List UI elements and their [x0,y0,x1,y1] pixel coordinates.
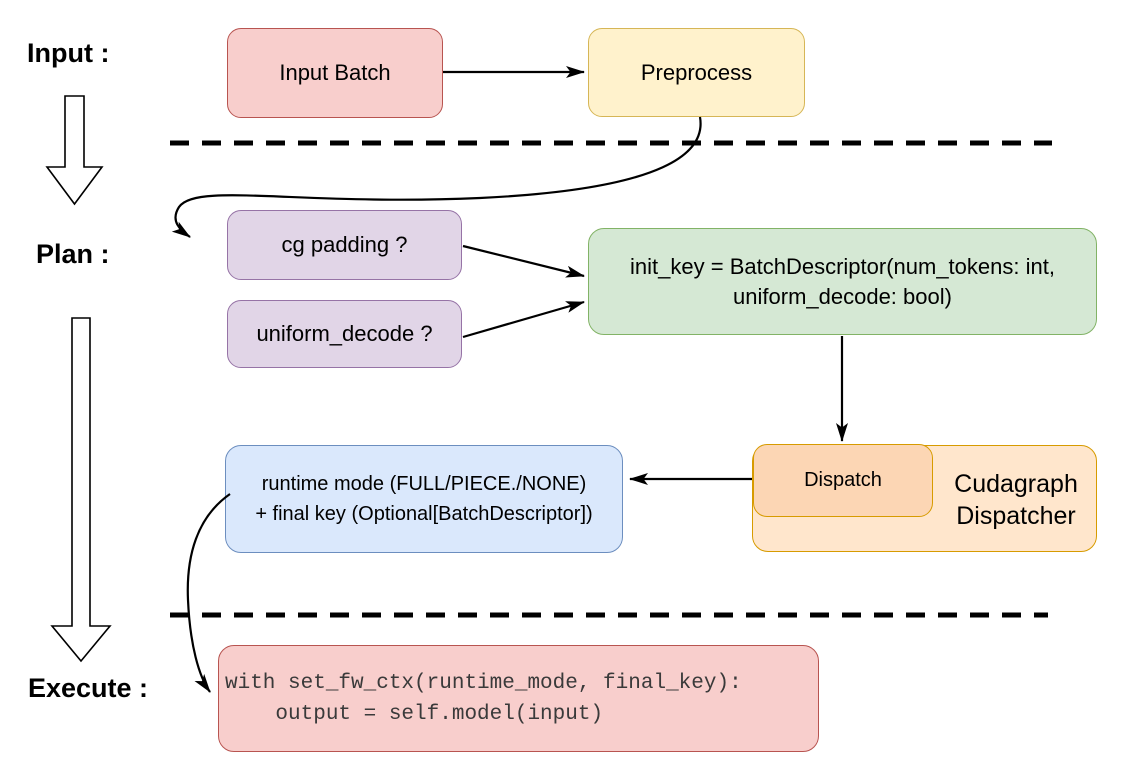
node-dispatch: Dispatch [753,444,933,517]
cudagraph-dispatcher-line2: Dispatcher [956,501,1076,530]
execute-code-line2: output = self.model(input) [225,702,604,726]
node-preprocess: Preprocess [588,28,805,117]
cudagraph-dispatcher-line1: Cudagraph [954,469,1078,498]
node-uniform-decode: uniform_decode ? [227,300,462,368]
execute-code-line1: with set_fw_ctx(runtime_mode, final_key)… [225,671,742,695]
node-init-key: init_key = BatchDescriptor(num_tokens: i… [588,228,1097,335]
stage-label-execute: Execute : [28,673,149,703]
node-init-key-line1: init_key = BatchDescriptor(num_tokens: i… [630,253,1055,279]
stage-arrow-input-to-plan-icon [45,95,104,206]
stage-label-input: Input : [27,38,110,68]
runtime-mode-line1: runtime mode (FULL/PIECE./NONE) [261,473,587,495]
node-input-batch: Input Batch [227,28,443,118]
node-execute-code: with set_fw_ctx(runtime_mode, final_key)… [218,645,819,752]
node-runtime-mode-result: runtime mode (FULL/PIECE./NONE) + final … [225,445,623,553]
stage-arrow-plan-to-execute-icon [50,317,112,663]
arrow-uniform-decode-to-init-key [462,300,585,339]
runtime-mode-line2: + final key (Optional[BatchDescriptor]) [255,503,593,525]
node-cg-padding: cg padding ? [227,210,462,280]
node-input-batch-label: Input Batch [279,60,391,86]
stage-label-plan: Plan : [36,239,110,269]
node-preprocess-label: Preprocess [640,59,753,85]
node-dispatch-label: Dispatch [804,469,882,492]
node-uniform-decode-label: uniform_decode ? [256,321,433,347]
node-init-key-line2: uniform_decode: bool) [733,283,952,309]
cudagraph-dispatcher-label: Cudagraph Dispatcher [934,446,1098,553]
node-cg-padding-label: cg padding ? [281,232,408,258]
arrow-cg-padding-to-init-key [462,244,585,278]
